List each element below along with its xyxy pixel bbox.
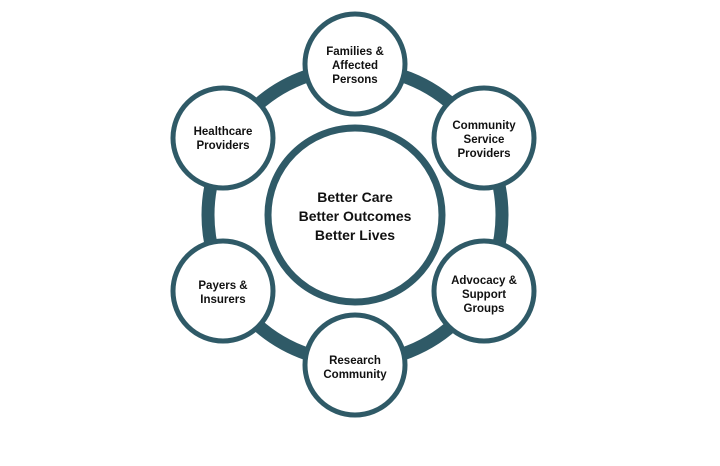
node-label-line-3: Providers xyxy=(457,148,510,160)
node-label-line-2: Insurers xyxy=(200,294,245,306)
center-circle xyxy=(264,124,446,306)
node-circle xyxy=(170,238,276,344)
node-label-line-1: Healthcare xyxy=(194,126,253,138)
node-payers-insurers: Payers & Insurers xyxy=(170,238,276,344)
node-circle xyxy=(302,312,408,418)
node-label-line-1: Families & xyxy=(326,46,384,58)
node-circle xyxy=(170,85,276,191)
node-healthcare-providers: Healthcare Providers xyxy=(170,85,276,191)
center-line-1: Better Care xyxy=(317,189,393,205)
node-community-service-providers: Community Service Providers xyxy=(431,85,537,191)
node-label-line-2: Service xyxy=(464,134,505,146)
node-families-affected-persons: Families & Affected Persons xyxy=(302,11,408,117)
node-label-line-2: Affected xyxy=(332,60,378,72)
node-label-line-3: Persons xyxy=(332,74,377,86)
node-advocacy-support-groups: Advocacy & Support Groups xyxy=(431,238,537,344)
node-label-line-2: Community xyxy=(323,369,387,381)
node-label-line-2: Providers xyxy=(196,140,249,152)
center-hub: Better Care Better Outcomes Better Lives xyxy=(264,124,446,306)
node-label-line-1: Payers & xyxy=(198,280,247,292)
node-circle xyxy=(431,85,537,191)
node-circle xyxy=(302,11,408,117)
node-label-line-1: Advocacy & xyxy=(451,275,517,287)
node-circle xyxy=(431,238,537,344)
node-label-line-1: Community xyxy=(452,120,516,132)
node-label-line-3: Groups xyxy=(464,303,505,315)
node-label-line-2: Support xyxy=(462,289,506,301)
center-line-3: Better Lives xyxy=(315,227,395,243)
center-line-2: Better Outcomes xyxy=(299,208,412,224)
node-label-line-1: Research xyxy=(329,355,381,367)
node-research-community: Research Community xyxy=(302,312,408,418)
